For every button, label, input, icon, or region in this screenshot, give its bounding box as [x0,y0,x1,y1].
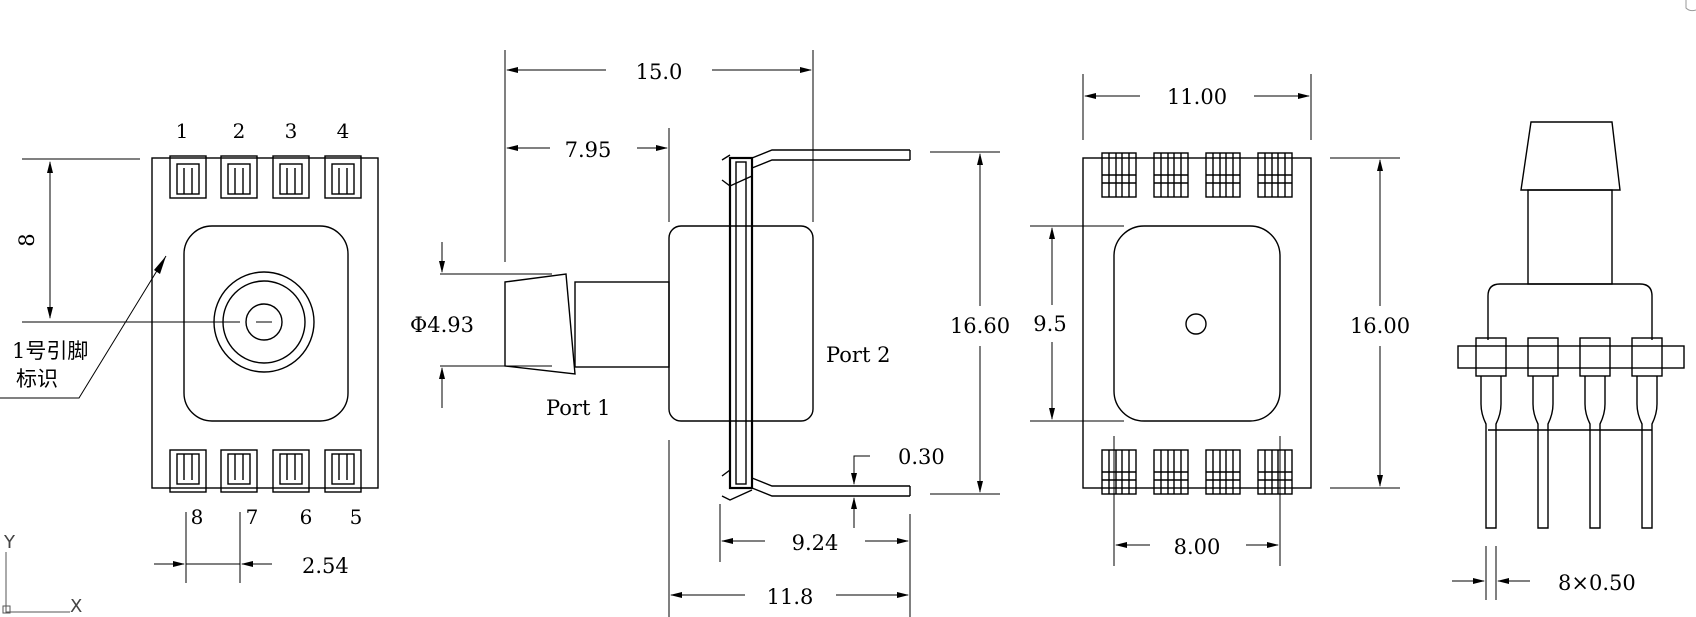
ucs-icon: Y X [2,532,82,617]
dim-lead-span: 9.24 [792,531,839,555]
dim-span-8-00: 8.00 [1174,535,1221,559]
front-lead [1579,337,1611,529]
bottom-view: 11.00 9.5 16.00 8.00 [1030,74,1410,566]
side-view: 15.0 7.95 Φ4.93 Port 1 Port 2 16.60 0.30… [410,50,1010,617]
pin-label-bottom: 6 [300,505,313,529]
dim-body-depth: 11.8 [767,585,814,609]
pin-label-top: 1 [176,119,189,143]
dim-lead-thickness: 0.30 [898,445,945,469]
dim-lead-width: 8×0.50 [1558,571,1636,595]
port1-label: Port 1 [546,396,610,420]
port2-label: Port 2 [826,343,890,367]
pin-label-top: 2 [233,119,246,143]
front-lead [1631,337,1663,529]
pin1-mark-label: 1号引脚 [12,339,88,363]
dim-width-11-00: 11.00 [1167,85,1227,109]
dim-pitch: 2.54 [302,554,349,578]
dim-height-16-00: 16.00 [1350,314,1410,338]
front-view: 8×0.50 [1452,121,1685,600]
dim-window-9-5: 9.5 [1033,312,1066,336]
dim-height-8: 8 [15,233,39,246]
pin1-mark-label: 标识 [16,367,58,391]
dim-port-offset: 7.95 [565,138,612,162]
pin-label-bottom: 7 [246,505,259,529]
front-lead [1475,337,1507,529]
pin-label-bottom: 8 [191,505,204,529]
front-lead [1527,337,1559,529]
dim-height-16-60: 16.60 [950,314,1010,338]
pin-label-top: 3 [285,119,298,143]
pin-label-top: 4 [337,119,350,143]
ucs-x-label: X [70,596,82,617]
ucs-y-label: Y [3,532,16,553]
dim-overall-length: 15.0 [636,60,683,84]
top-view: 1 2 3 4 8 7 6 5 8 1号引脚 标识 2.54 [0,119,379,583]
dim-port-diameter: Φ4.93 [410,313,474,337]
pin-label-bottom: 5 [350,505,363,529]
